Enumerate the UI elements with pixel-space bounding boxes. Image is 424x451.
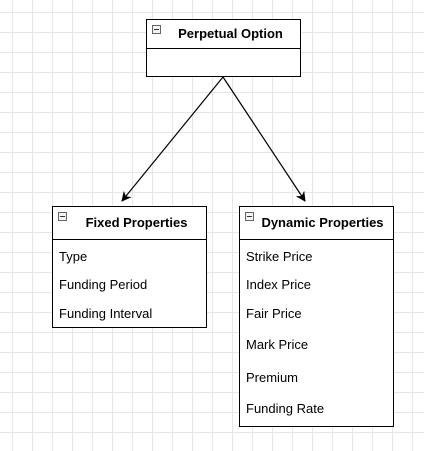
property-strike-price[interactable]: Strike Price — [246, 249, 313, 264]
perpetual-option-title: Perpetual Option — [178, 26, 283, 41]
property-funding-rate[interactable]: Funding Rate — [246, 401, 325, 416]
edge-root-to-fixed[interactable] — [121, 76, 224, 202]
dynamic-properties-title: Dynamic Properties — [261, 215, 384, 230]
perpetual-option-box[interactable]: Perpetual Option — [146, 19, 301, 77]
fixed-properties-box[interactable]: Fixed Properties Type Funding Period Fun… — [52, 206, 207, 328]
property-type[interactable]: Type — [59, 249, 88, 264]
property-premium[interactable]: Premium — [246, 370, 299, 385]
collapse-icon[interactable] — [58, 212, 67, 221]
dynamic-properties-box[interactable]: Dynamic Properties Strike Price Index Pr… — [239, 206, 394, 427]
edge-root-to-dynamic[interactable] — [222, 76, 306, 202]
fixed-properties-header[interactable]: Fixed Properties — [53, 207, 206, 240]
collapse-icon[interactable] — [152, 25, 161, 34]
property-funding-period[interactable]: Funding Period — [59, 277, 148, 292]
property-funding-interval[interactable]: Funding Interval — [59, 306, 153, 321]
fixed-properties-title: Fixed Properties — [85, 215, 188, 230]
property-mark-price[interactable]: Mark Price — [246, 337, 309, 352]
property-fair-price[interactable]: Fair Price — [246, 306, 302, 321]
collapse-icon[interactable] — [245, 212, 254, 221]
property-index-price[interactable]: Index Price — [246, 277, 312, 292]
perpetual-option-header[interactable]: Perpetual Option — [147, 20, 300, 49]
dynamic-properties-header[interactable]: Dynamic Properties — [240, 207, 393, 240]
